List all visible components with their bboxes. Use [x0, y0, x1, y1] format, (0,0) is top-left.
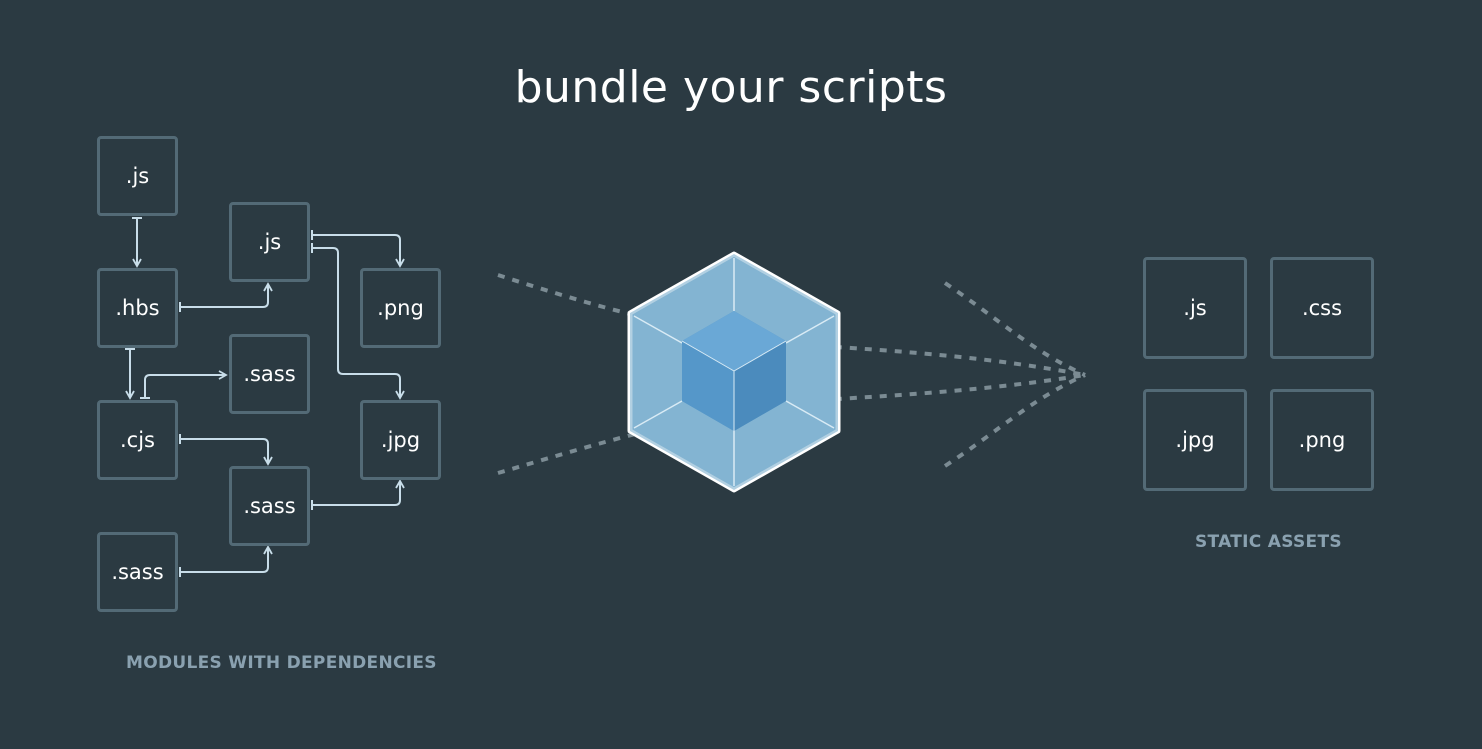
arrow-cjs-to-sass: [140, 370, 228, 399]
webpack-cube-icon: [627, 251, 841, 493]
module-sass-bottom: .sass: [97, 532, 178, 612]
module-hbs: .hbs: [97, 268, 178, 348]
arrow-sass-bottom-to-sass: [179, 545, 273, 577]
arrow-hbs-to-js: [179, 282, 273, 312]
arrow-js-to-jpg: [311, 243, 405, 400]
modules-caption: MODULES WITH DEPENDENCIES: [126, 653, 437, 673]
module-cjs: .cjs: [97, 400, 178, 480]
asset-css: .css: [1270, 257, 1374, 359]
module-sass-low: .sass: [229, 466, 310, 546]
asset-js: .js: [1143, 257, 1247, 359]
module-js-top: .js: [97, 136, 178, 216]
module-js-mid: .js: [229, 202, 310, 282]
module-png: .png: [360, 268, 441, 348]
page-title: bundle your scripts: [514, 62, 948, 113]
arrow-cjs-to-sass-low: [179, 434, 273, 466]
flow-out-lower-curve: [943, 373, 1086, 468]
flow-out-upper-curve: [943, 281, 1086, 377]
module-sass-mid: .sass: [229, 334, 310, 414]
asset-png: .png: [1270, 389, 1374, 491]
arrow-js-to-png: [311, 230, 405, 268]
asset-jpg: .jpg: [1143, 389, 1247, 491]
module-jpg: .jpg: [360, 400, 441, 480]
assets-caption: STATIC ASSETS: [1195, 532, 1342, 552]
dependency-arrows: [125, 217, 405, 577]
arrow-sass-to-jpg: [311, 479, 405, 510]
